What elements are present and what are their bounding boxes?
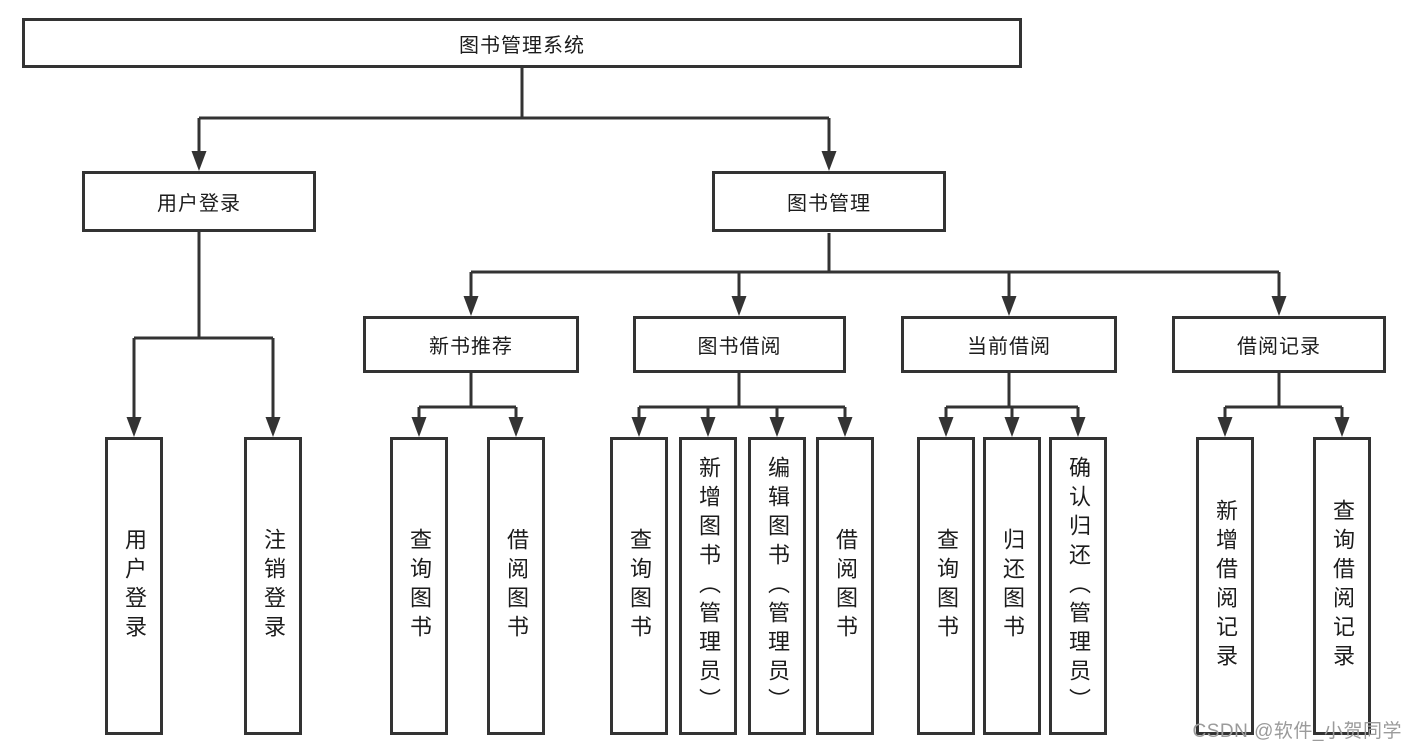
node-new-book-recommend: 新书推荐: [363, 316, 579, 373]
node-book-management: 图书管理: [712, 171, 946, 232]
node-new-book-recommend-label: 新书推荐: [429, 336, 513, 358]
leaf-edit-book-admin: 编辑图书（管理员）: [748, 437, 806, 735]
leaf-query-books-recommend-label: 查询图书: [407, 528, 432, 644]
node-borrow-records: 借阅记录: [1172, 316, 1386, 373]
node-book-management-label: 图书管理: [787, 193, 871, 215]
watermark: CSDN @软件_小贺同学: [1192, 721, 1402, 742]
leaf-query-books-current: 查询图书: [917, 437, 975, 735]
node-user-login: 用户登录: [82, 171, 316, 232]
leaf-query-borrow-record-label: 查询借阅记录: [1330, 499, 1355, 673]
leaf-logout-login: 注销登录: [244, 437, 302, 735]
leaf-query-books-current-label: 查询图书: [934, 528, 959, 644]
leaf-query-borrow-record: 查询借阅记录: [1313, 437, 1371, 735]
leaf-add-book-admin: 新增图书（管理员）: [679, 437, 737, 735]
node-borrow-records-label: 借阅记录: [1237, 336, 1321, 358]
node-root-label: 图书管理系统: [459, 34, 585, 57]
leaf-query-books-recommend: 查询图书: [390, 437, 448, 735]
leaf-confirm-return-admin-label: 确认归还（管理员）: [1066, 455, 1091, 717]
leaf-borrow-books-recommend-label: 借阅图书: [504, 528, 529, 644]
node-book-borrowing-label: 图书借阅: [697, 336, 782, 358]
leaf-add-book-admin-label: 新增图书（管理员）: [696, 455, 721, 717]
leaf-add-borrow-record-label: 新增借阅记录: [1213, 499, 1238, 673]
leaf-return-books: 归还图书: [983, 437, 1041, 735]
leaf-query-books-borrowing: 查询图书: [610, 437, 668, 735]
leaf-return-books-label: 归还图书: [1000, 528, 1025, 644]
leaf-borrow-books-borrowing: 借阅图书: [816, 437, 874, 735]
node-current-borrowing: 当前借阅: [901, 316, 1117, 373]
leaf-edit-book-admin-label: 编辑图书（管理员）: [765, 455, 790, 717]
leaf-borrow-books-borrowing-label: 借阅图书: [833, 528, 858, 644]
leaf-user-login-label: 用户登录: [122, 528, 147, 644]
leaf-user-login: 用户登录: [105, 437, 163, 735]
node-root-system: 图书管理系统: [22, 18, 1022, 68]
node-book-borrowing: 图书借阅: [633, 316, 846, 373]
leaf-confirm-return-admin: 确认归还（管理员）: [1049, 437, 1107, 735]
leaf-borrow-books-recommend: 借阅图书: [487, 437, 545, 735]
leaf-add-borrow-record: 新增借阅记录: [1196, 437, 1254, 735]
node-current-borrowing-label: 当前借阅: [967, 336, 1051, 358]
leaf-logout-login-label: 注销登录: [261, 528, 286, 644]
node-user-login-label: 用户登录: [157, 193, 241, 215]
leaf-query-books-borrowing-label: 查询图书: [627, 528, 652, 644]
arrowhead-icons: [126, 151, 1350, 437]
